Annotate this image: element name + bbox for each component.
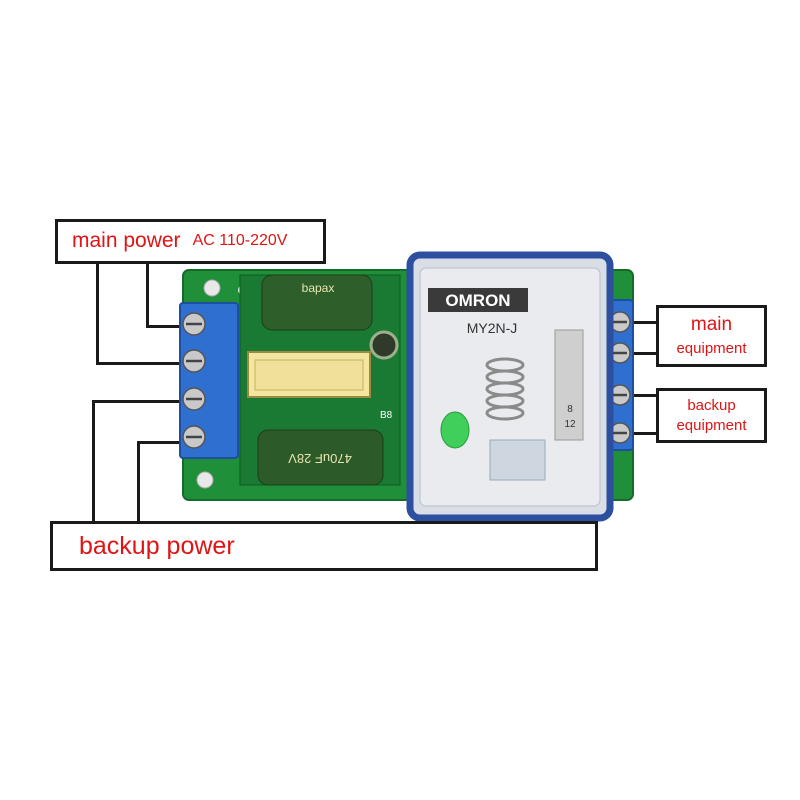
green-led [440, 411, 470, 449]
wire-main-power-b-vertical [146, 262, 149, 328]
main-equipment-line2: equipment [676, 340, 747, 358]
capacitor-bottom [257, 429, 384, 486]
relay-brand-plate [428, 288, 528, 312]
wire-backup-eq-b [625, 432, 658, 435]
mounting-hole [203, 279, 221, 297]
capacitor-small [369, 330, 399, 360]
backup-power-title: backup power [79, 531, 235, 560]
wire-backup-eq-a [625, 394, 658, 397]
relay-side-8: 8 [567, 404, 573, 415]
wire-backup-power-b-horizontal [137, 441, 190, 444]
input-terminal-block [179, 302, 239, 459]
label-backup-power: backup power [50, 521, 598, 571]
relay-brand: OMRON [445, 291, 510, 310]
label-main-power: main power AC 110-220V [55, 219, 326, 264]
wire-backup-power-b-vertical [137, 441, 140, 524]
wire-main-eq-b [625, 352, 658, 355]
wire-backup-power-a-vertical [92, 400, 95, 524]
main-equipment-line1: main [690, 314, 733, 336]
capacitor-top-text: bapax [302, 281, 335, 295]
backup-equipment-line2: equipment [676, 417, 747, 434]
main-power-title: main power [72, 229, 181, 253]
pcb-mark: B8 [380, 410, 393, 421]
relay-spring [485, 357, 525, 421]
backup-equipment-line1: backup [687, 396, 736, 414]
capacitor-bottom-text: 470uF 28V [288, 451, 352, 466]
relay-side-12: 12 [564, 419, 576, 430]
mounting-hole [196, 471, 214, 489]
label-main-equipment: main equipment [656, 305, 767, 367]
wire-main-power-b-horizontal [146, 325, 190, 328]
wire-backup-power-a-horizontal [92, 400, 190, 403]
capacitor-top [261, 274, 373, 331]
main-power-detail: AC 110-220V [192, 232, 288, 250]
wire-main-power-a-horizontal [96, 362, 190, 365]
relay-model: MY2N-J [467, 320, 518, 336]
wire-main-power-a-vertical [96, 262, 99, 365]
wire-main-eq-a [625, 321, 658, 324]
label-backup-equipment: backup equipment [656, 388, 767, 443]
